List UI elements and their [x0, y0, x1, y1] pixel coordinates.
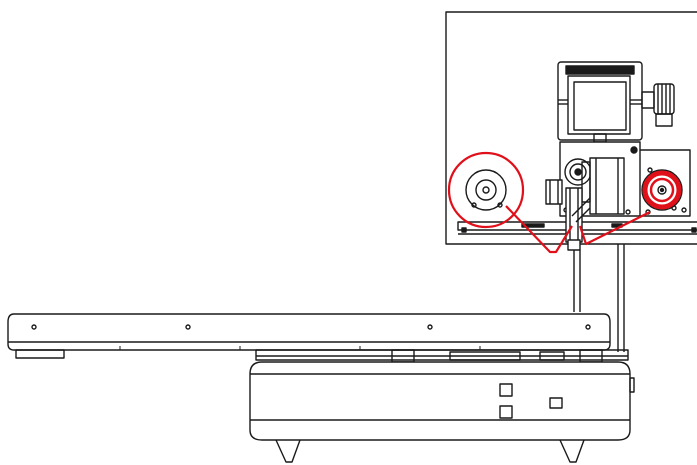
annotations [447, 151, 682, 254]
adjustment-knob [641, 83, 675, 127]
cabinet-foot [559, 439, 585, 463]
table-screw [31, 324, 37, 330]
table-screw [427, 324, 433, 330]
upper-unit [445, 11, 697, 352]
control-button [499, 383, 513, 397]
motor-block [581, 157, 625, 215]
rail-carriage [255, 349, 629, 363]
left-spool [465, 169, 507, 211]
control-button [549, 397, 563, 409]
guide-block [545, 179, 563, 205]
control-button [499, 405, 513, 419]
upper-roller [564, 158, 592, 186]
table-screw [185, 324, 191, 330]
cabinet-foot [275, 439, 301, 463]
tape-path-icon [505, 205, 651, 254]
circle-highlight-icon [447, 151, 525, 229]
table-screw [585, 324, 591, 330]
right-spool [641, 167, 683, 211]
filled-spool-icon [642, 170, 682, 210]
prism-block [557, 61, 643, 143]
base-cabinet [249, 361, 635, 463]
